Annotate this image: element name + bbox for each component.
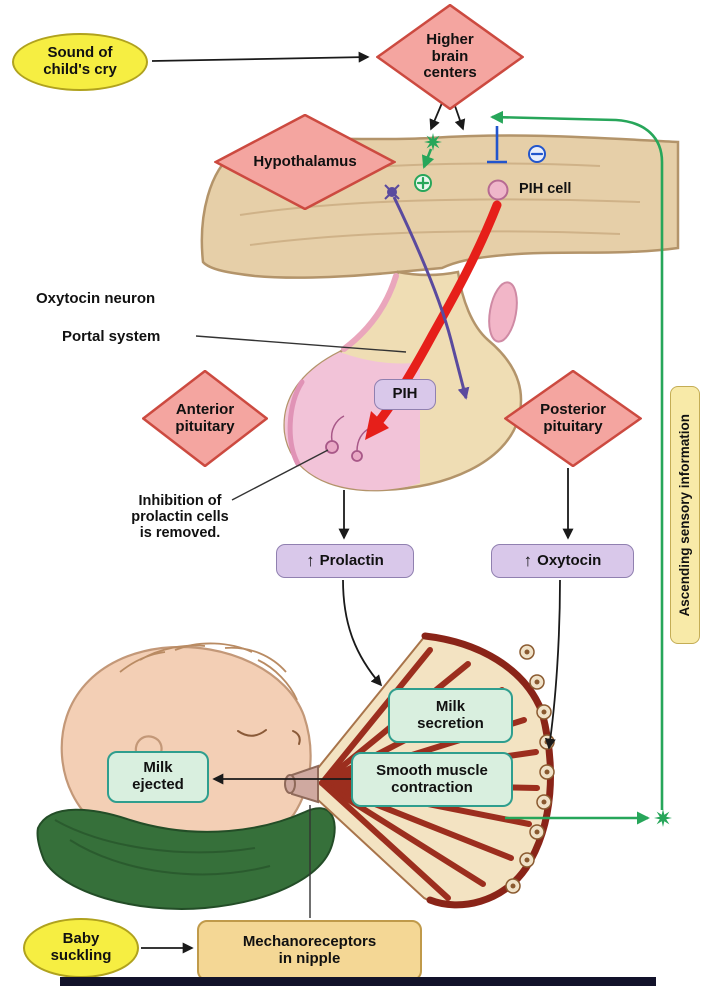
connector-arrows xyxy=(141,51,574,954)
pih-label: PIH xyxy=(392,385,418,403)
sound-of-cry-node: Sound of child's cry xyxy=(12,33,148,91)
portal-system-label: Portal system xyxy=(62,328,161,345)
baby-suckling-label: Baby suckling xyxy=(50,930,112,964)
baby-nose-icon xyxy=(292,730,301,745)
inhibitory-synapse xyxy=(487,126,546,164)
smooth-muscle-label: Smooth muscle contraction xyxy=(376,761,488,796)
bottom-crop-bar xyxy=(60,977,656,986)
milk-ejected-label: Milk ejected xyxy=(132,759,184,793)
increase-arrow-icon: ↑ xyxy=(306,551,315,570)
prolactin-box: ↑ Prolactin xyxy=(276,544,414,578)
ascending-sensory-bar: Ascending sensory information xyxy=(670,386,700,644)
synapse-star-icon xyxy=(424,133,442,151)
posterior-pituitary-label: Posterior pituitary xyxy=(540,400,606,435)
blanket-icon xyxy=(36,807,336,910)
anterior-pituitary-label: Anterior pituitary xyxy=(175,400,235,435)
baby-suckling-node: Baby suckling xyxy=(23,918,139,978)
milk-secretion-label: Milk secretion xyxy=(417,697,484,732)
oxytocin-box: ↑ Oxytocin xyxy=(491,544,634,578)
prolactin-cell-icon xyxy=(325,440,339,454)
mechanoreceptors-box: Mechanoreceptors in nipple xyxy=(197,920,422,981)
higher-brain-centers-label: Higher brain centers xyxy=(423,30,477,82)
excitatory-plus-icon xyxy=(414,174,432,192)
milk-secretion-box: Milk secretion xyxy=(388,688,513,743)
prolactin-cell-icon xyxy=(351,450,363,462)
smooth-muscle-box: Smooth muscle contraction xyxy=(351,752,513,807)
pih-cell-label: PIH cell xyxy=(519,181,572,197)
ascending-sensory-pathway xyxy=(414,110,672,827)
pih-box: PIH xyxy=(374,379,436,410)
oxytocin-neuron-pathway xyxy=(384,184,470,400)
hypothalamus-node: Hypothalamus xyxy=(214,114,396,210)
synapse-star-icon xyxy=(654,809,672,827)
prolactin-label: Prolactin xyxy=(319,551,384,569)
pih-cell-icon xyxy=(487,179,509,201)
inhibition-note: Inhibition of prolactin cells is removed… xyxy=(131,493,229,541)
ascending-sensory-label: Ascending sensory information xyxy=(677,413,693,617)
oxytocin-neuron-soma-icon xyxy=(387,187,397,197)
oxytocin-neuron-label: Oxytocin neuron xyxy=(36,290,156,307)
higher-brain-centers-node: Higher brain centers xyxy=(376,4,524,110)
sound-of-cry-label: Sound of child's cry xyxy=(43,44,117,78)
anterior-pituitary-node: Anterior pituitary xyxy=(142,370,268,467)
increase-arrow-icon: ↑ xyxy=(523,551,533,570)
nipple-icon xyxy=(291,764,319,804)
milk-ejected-box: Milk ejected xyxy=(107,751,209,803)
oxytocin-label: Oxytocin xyxy=(537,551,602,569)
baby-eye-icon xyxy=(237,729,267,737)
hypothalamus-label: Hypothalamus xyxy=(253,152,357,170)
inhibitory-minus-icon xyxy=(528,145,546,163)
mechanoreceptors-label: Mechanoreceptors in nipple xyxy=(242,932,377,967)
posterior-pituitary-node: Posterior pituitary xyxy=(504,370,642,467)
